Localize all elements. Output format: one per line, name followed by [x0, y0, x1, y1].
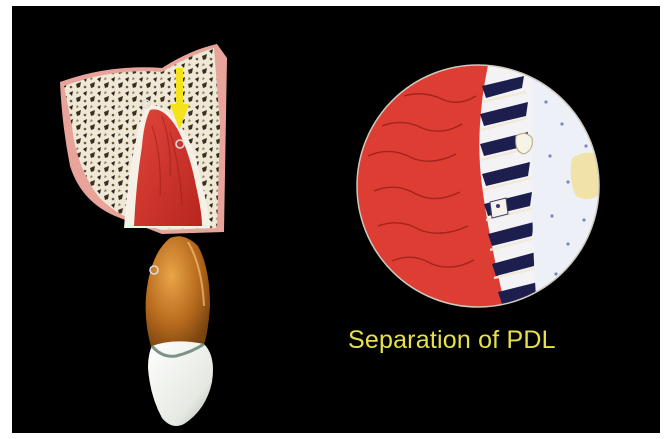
magnified-pdl-view: [342, 56, 622, 326]
bone-spicule: [571, 152, 602, 199]
illustration-canvas: [12, 6, 660, 433]
alveolar-bone-section: [60, 44, 227, 234]
tooth-root: [146, 236, 210, 350]
slide-caption: Separation of PDL: [348, 326, 556, 355]
slide: Separation of PDL: [12, 6, 660, 433]
extracted-tooth: [146, 236, 213, 426]
